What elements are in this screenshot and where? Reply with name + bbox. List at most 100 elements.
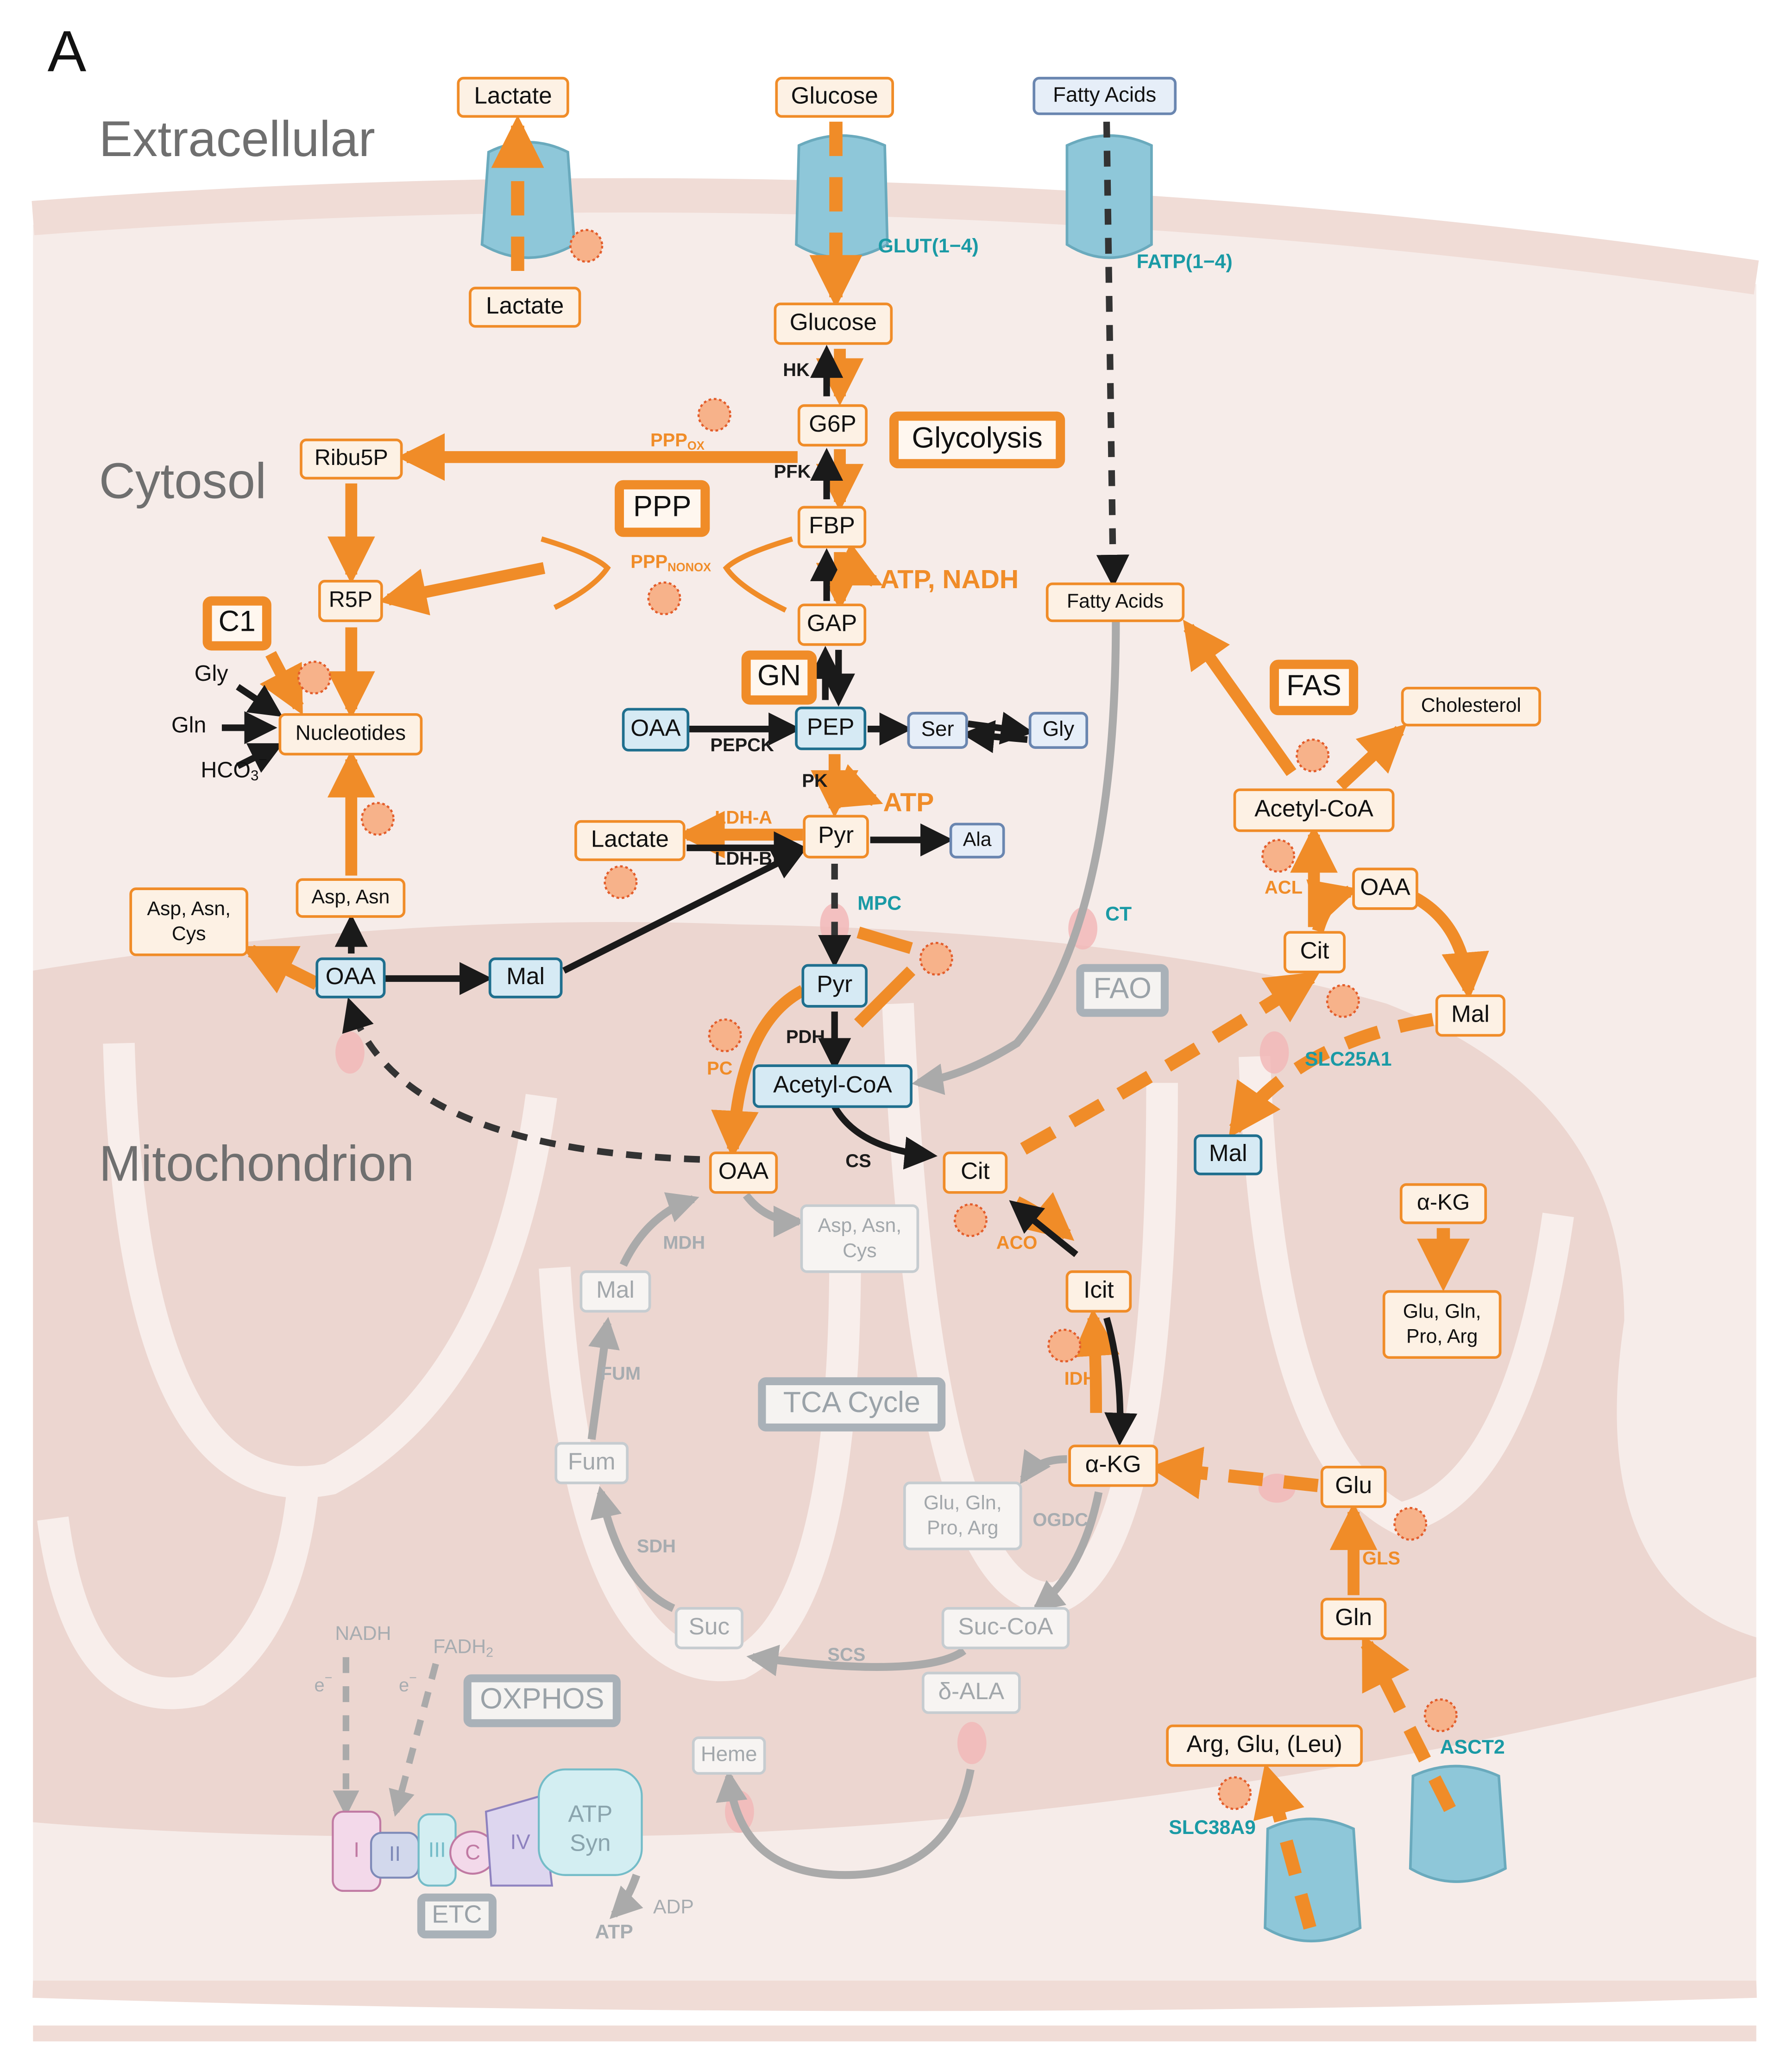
metabolite-cit-mito[interactable]: Cit	[943, 1151, 1008, 1194]
svg-text:Heme: Heme	[701, 1742, 757, 1766]
svg-text:Glucose: Glucose	[790, 309, 877, 335]
metabolite-glu[interactable]: Glu	[1320, 1465, 1387, 1508]
metabolite-asp-asn-cys-mito[interactable]: Asp, Asn,Cys	[800, 1204, 919, 1273]
metabolite-g6p[interactable]: G6P	[797, 404, 868, 447]
svg-text:Pro, Arg: Pro, Arg	[927, 1517, 998, 1539]
svg-text:Arg, Glu, (Leu): Arg, Glu, (Leu)	[1186, 1731, 1342, 1757]
metabolite-asp-asn-cys[interactable]: Asp, Asn,Cys	[129, 887, 248, 956]
svg-text:Lactate: Lactate	[474, 82, 552, 109]
metabolite-mal-mito[interactable]: Mal	[579, 1270, 651, 1313]
enzyme-scs: SCS	[827, 1645, 865, 1665]
metabolite-glu-gln-pro-arg-mito[interactable]: Glu, Gln, Pro, Arg	[903, 1482, 1022, 1551]
svg-text:Pyr: Pyr	[817, 971, 852, 997]
metabolite-suc[interactable]: Suc	[674, 1607, 744, 1650]
metabolite-d-ala[interactable]: δ-ALA	[921, 1671, 1021, 1714]
svg-text:Icit: Icit	[1083, 1276, 1114, 1303]
metabolite-arg-glu-leu[interactable]: Arg, Glu, (Leu)	[1166, 1724, 1363, 1767]
enzyme-ct: CT	[1105, 903, 1132, 925]
enzyme-fatp: FATP(1−4)	[1137, 251, 1233, 273]
svg-text:Fatty Acids: Fatty Acids	[1067, 590, 1164, 612]
metabolite-r5p[interactable]: R5P	[318, 580, 383, 622]
metabolite-cit-right[interactable]: Cit	[1283, 931, 1346, 973]
svg-text:OAA: OAA	[326, 963, 376, 989]
svg-text:FBP: FBP	[809, 512, 855, 539]
svg-text:Ser: Ser	[921, 717, 954, 741]
svg-text:PEP: PEP	[807, 713, 855, 740]
metabolite-acetyl-coa-cyt[interactable]: Acetyl-CoA	[1233, 788, 1395, 832]
metabolite-oaa-mito[interactable]: OAA	[709, 1151, 778, 1194]
region-extracellular: Extracellular	[99, 111, 375, 167]
svg-text:δ-ALA: δ-ALA	[938, 1678, 1004, 1704]
metabolite-pyr[interactable]: Pyr	[803, 815, 869, 859]
svg-text:Pro, Arg: Pro, Arg	[1406, 1325, 1478, 1348]
metabolite-glucose-out[interactable]: Glucose	[775, 76, 894, 118]
svg-text:IV: IV	[510, 1830, 531, 1853]
mtorc1-badge-icon	[297, 229, 1458, 1810]
metabolite-fbp[interactable]: FBP	[797, 506, 867, 548]
metabolite-fatty-acids-cyt[interactable]: Fatty Acids	[1045, 582, 1185, 622]
metabolite-mal-mito-blue[interactable]: Mal	[1194, 1134, 1263, 1175]
metabolite-pep[interactable]: PEP	[795, 706, 867, 750]
metabolite-lactate-in[interactable]: Lactate	[469, 287, 581, 328]
region-mitochondrion: Mitochondrion	[99, 1135, 414, 1191]
metabolite-ser[interactable]: Ser	[907, 712, 968, 749]
metabolite-oaa-right[interactable]: OAA	[1352, 867, 1418, 910]
metabolite-cholesterol[interactable]: Cholesterol	[1401, 686, 1541, 727]
svg-text:Gly: Gly	[1043, 717, 1075, 741]
svg-text:Suc: Suc	[689, 1613, 730, 1639]
svg-text:OAA: OAA	[718, 1158, 769, 1184]
metabolite-mal-blue[interactable]: Mal	[488, 957, 563, 998]
metabolite-suc-coa[interactable]: Suc-CoA	[941, 1607, 1070, 1650]
pathway-title-fas: FAS	[1270, 659, 1359, 716]
metabolite-glu-gln-pro-arg-right[interactable]: Glu, Gln,Pro, Arg	[1382, 1290, 1502, 1359]
metabolite-gly-right[interactable]: Gly	[1028, 712, 1089, 749]
svg-text:ETC: ETC	[432, 1900, 482, 1928]
product-atp-nadh: ATP, NADH	[880, 565, 1019, 594]
metabolite-gln[interactable]: Gln	[1320, 1598, 1387, 1640]
metabolite-fum[interactable]: Fum	[554, 1442, 629, 1484]
enzyme-aco: ACO	[996, 1233, 1038, 1253]
label-electron-2: e−	[399, 1670, 417, 1695]
metabolite-mal-right[interactable]: Mal	[1435, 994, 1505, 1037]
metabolite-akg-right[interactable]: α-KG	[1399, 1183, 1487, 1224]
pathway-title-gn: GN	[741, 650, 817, 705]
metabolite-ala[interactable]: Ala	[949, 823, 1005, 859]
label-gly: Gly	[195, 661, 228, 686]
metabolite-fatty-acids-out[interactable]: Fatty Acids	[1033, 76, 1177, 115]
metabolite-ribu5p[interactable]: Ribu5P	[300, 439, 403, 480]
pathway-title-oxphos: OXPHOS	[463, 1674, 621, 1727]
metabolite-lactate-cyt[interactable]: Lactate	[574, 820, 686, 861]
enzyme-hk: HK	[783, 360, 810, 380]
metabolite-lactate-out[interactable]: Lactate	[457, 76, 569, 118]
enzyme-pdh: PDH	[786, 1027, 825, 1047]
svg-text:Syn: Syn	[570, 1830, 611, 1856]
metabolite-asp-asn[interactable]: Asp, Asn	[296, 878, 406, 918]
metabolite-pyr-mito[interactable]: Pyr	[801, 964, 868, 1008]
svg-text:Glu, Gln,: Glu, Gln,	[924, 1492, 1002, 1514]
svg-text:Nucleotides: Nucleotides	[296, 721, 406, 745]
enzyme-idh: IDH	[1064, 1369, 1096, 1389]
metabolite-gap[interactable]: GAP	[797, 603, 867, 646]
metabolite-icit[interactable]: Icit	[1065, 1270, 1132, 1313]
metabolite-glucose-in[interactable]: Glucose	[774, 302, 893, 345]
metabolite-oaa-cyt[interactable]: OAA	[622, 708, 690, 752]
metabolite-oaa-blue[interactable]: OAA	[315, 957, 386, 998]
label-electron-1: e−	[314, 1670, 332, 1695]
svg-text:I: I	[353, 1838, 359, 1861]
svg-text:GN: GN	[757, 659, 801, 692]
enzyme-pepck: PEPCK	[710, 735, 774, 755]
svg-text:C1: C1	[219, 605, 256, 638]
enzyme-acl: ACL	[1265, 878, 1303, 898]
metabolite-heme[interactable]: Heme	[692, 1736, 766, 1775]
svg-text:Lactate: Lactate	[486, 292, 564, 319]
svg-text:GAP: GAP	[807, 610, 857, 636]
svg-text:Mal: Mal	[1209, 1140, 1247, 1166]
metabolite-nucleotides[interactable]: Nucleotides	[278, 713, 423, 756]
svg-text:Pyr: Pyr	[818, 822, 854, 848]
metabolite-akg-mito[interactable]: α-KG	[1068, 1444, 1158, 1487]
svg-text:Glucose: Glucose	[791, 82, 878, 109]
metabolite-acetyl-coa-mito[interactable]: Acetyl-CoA	[752, 1064, 913, 1108]
enzyme-glut: GLUT(1−4)	[878, 235, 978, 257]
enzyme-sdh: SDH	[637, 1536, 676, 1557]
